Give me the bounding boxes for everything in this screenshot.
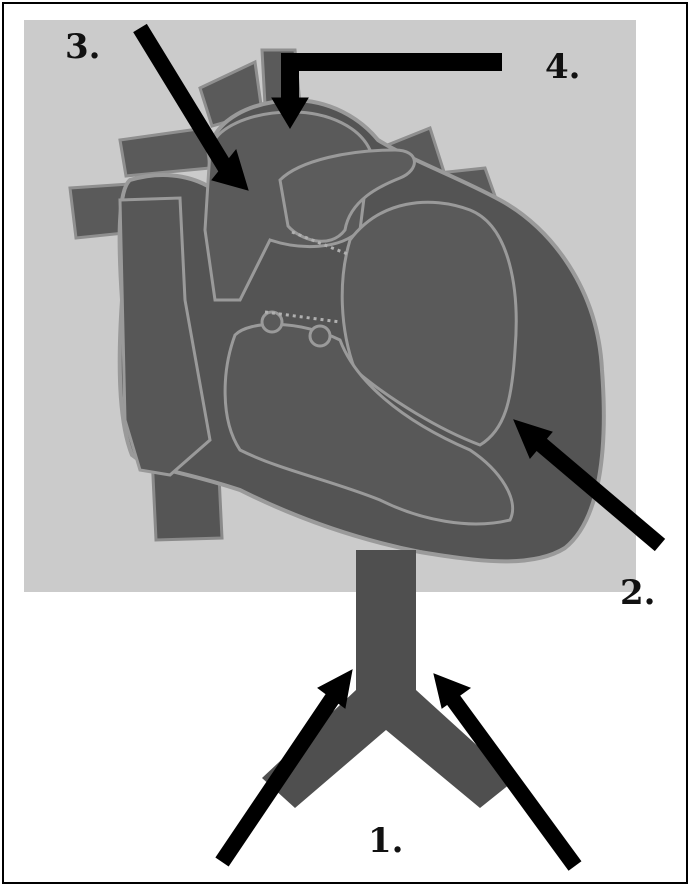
label-2: 2. (620, 573, 656, 613)
label-1: 1. (368, 821, 404, 861)
label-3: 3. (65, 27, 101, 67)
label-4: 4. (545, 47, 581, 87)
